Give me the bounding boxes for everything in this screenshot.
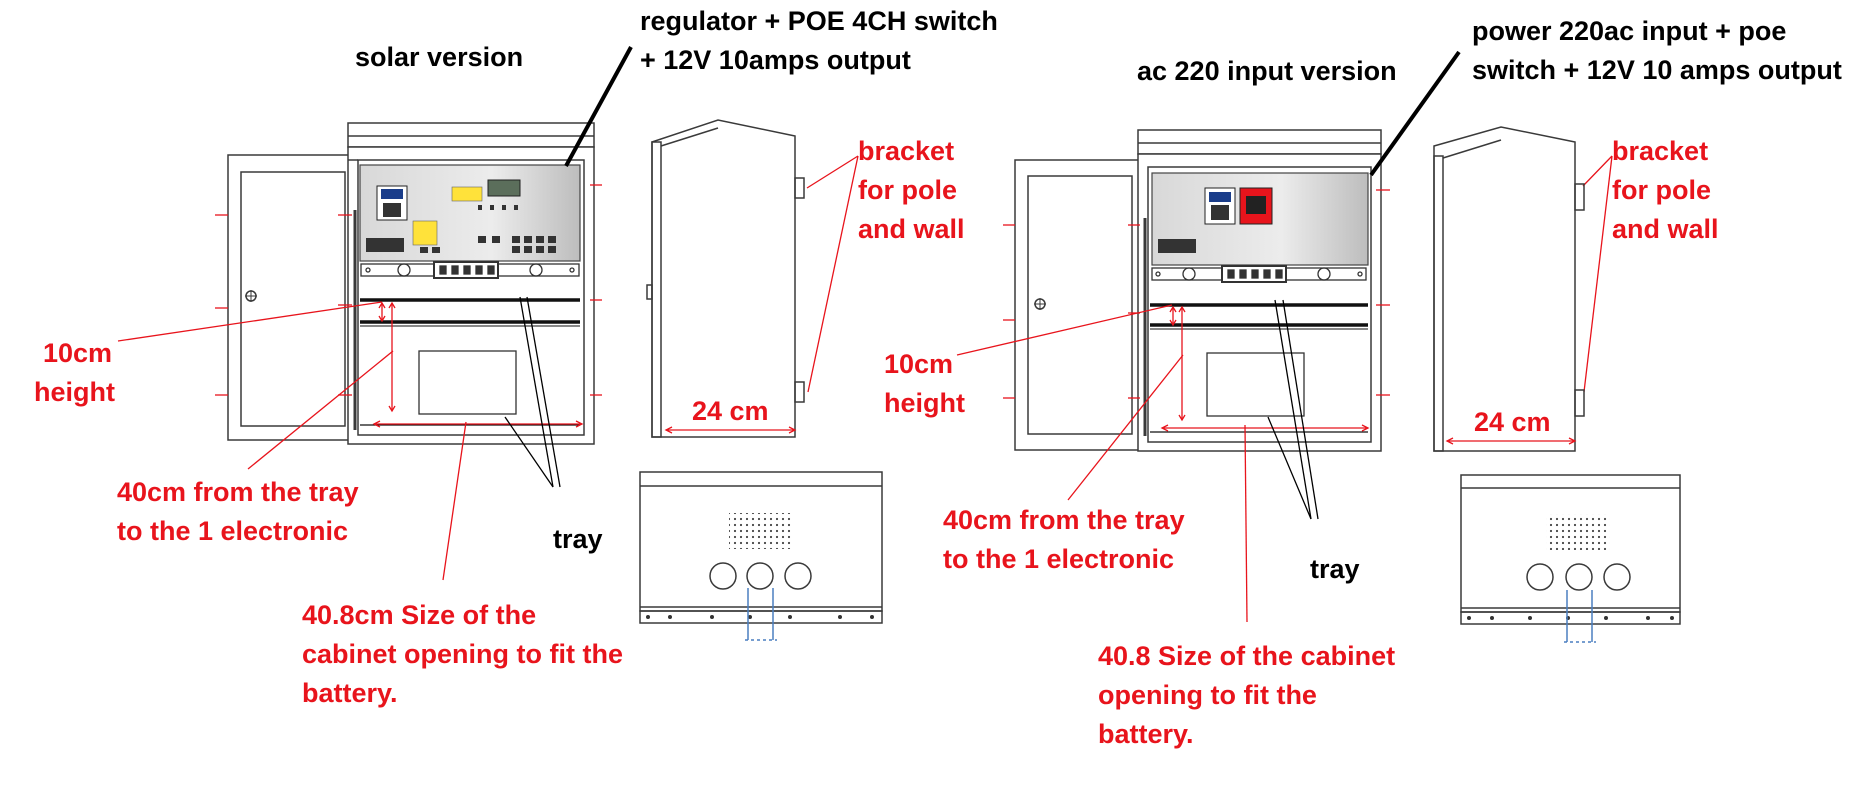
right-opening-line1: 40.8 Size of the cabinet bbox=[1098, 641, 1396, 671]
left-depth-dimension bbox=[664, 426, 797, 434]
right-red-leaders bbox=[956, 155, 1613, 623]
left-tray-shelves bbox=[360, 298, 580, 426]
left-bracket-line2: for pole bbox=[858, 175, 957, 205]
left-side-view bbox=[646, 119, 805, 438]
left-battery-space bbox=[418, 350, 517, 415]
left-depth-label: 24 cm bbox=[692, 396, 769, 426]
right-bottom-view bbox=[1460, 474, 1681, 643]
right-height-line1: 10cm bbox=[884, 349, 954, 379]
right-title: ac 220 input version bbox=[1137, 56, 1397, 86]
right-side-view bbox=[1433, 126, 1585, 452]
right-depth-dimension bbox=[1445, 437, 1577, 445]
right-opening-line2: opening to fit the bbox=[1098, 680, 1317, 710]
right-callout-line2: switch + 12V 10 amps output bbox=[1472, 55, 1842, 85]
right-depth-label: 24 cm bbox=[1474, 407, 1551, 437]
right-tray-label: tray bbox=[1310, 554, 1360, 584]
left-bracket-line1: bracket bbox=[858, 136, 955, 166]
right-tray-shelves bbox=[1150, 303, 1368, 433]
left-callout-line2: + 12V 10amps output bbox=[640, 45, 911, 75]
left-leader-lines bbox=[504, 46, 633, 488]
right-dimension-lines bbox=[1003, 189, 1390, 432]
right-callout-line1: power 220ac input + poe bbox=[1472, 16, 1787, 46]
right-opening-line3: battery. bbox=[1098, 719, 1194, 749]
left-height-line1: 10cm bbox=[43, 338, 113, 368]
left-power-strip bbox=[360, 261, 580, 279]
left-red-leaders bbox=[117, 155, 859, 581]
right-height-line2: height bbox=[884, 388, 965, 418]
right-cabinet-roof bbox=[1137, 129, 1382, 155]
left-callout-line1: regulator + POE 4CH switch bbox=[640, 6, 998, 36]
left-tray-distance-line2: to the 1 electronic bbox=[117, 516, 349, 546]
left-dimension-lines bbox=[215, 184, 602, 428]
right-bracket-line3: and wall bbox=[1612, 214, 1719, 244]
left-height-line2: height bbox=[34, 377, 115, 407]
left-open-door bbox=[227, 154, 359, 441]
right-bracket-line1: bracket bbox=[1612, 136, 1709, 166]
left-cabinet-roof bbox=[347, 122, 595, 148]
left-opening-line1: 40.8cm Size of the bbox=[302, 600, 537, 630]
right-power-strip bbox=[1151, 265, 1367, 283]
right-leader-lines bbox=[1267, 50, 1461, 520]
right-tray-distance-line1: 40cm from the tray bbox=[943, 505, 1185, 535]
right-electronics-panel bbox=[1151, 172, 1369, 266]
left-electronics-panel bbox=[359, 164, 581, 262]
left-opening-line2: cabinet opening to fit the bbox=[302, 639, 623, 669]
left-opening-line3: battery. bbox=[302, 678, 398, 708]
left-bottom-view bbox=[639, 471, 883, 641]
left-tray-distance-line1: 40cm from the tray bbox=[117, 477, 359, 507]
right-bracket-line2: for pole bbox=[1612, 175, 1711, 205]
left-tray-label: tray bbox=[553, 524, 603, 554]
right-open-door bbox=[1014, 159, 1146, 451]
left-title: solar version bbox=[355, 42, 524, 72]
left-bracket-line3: and wall bbox=[858, 214, 965, 244]
right-tray-distance-line2: to the 1 electronic bbox=[943, 544, 1175, 574]
right-battery-space bbox=[1206, 352, 1305, 417]
